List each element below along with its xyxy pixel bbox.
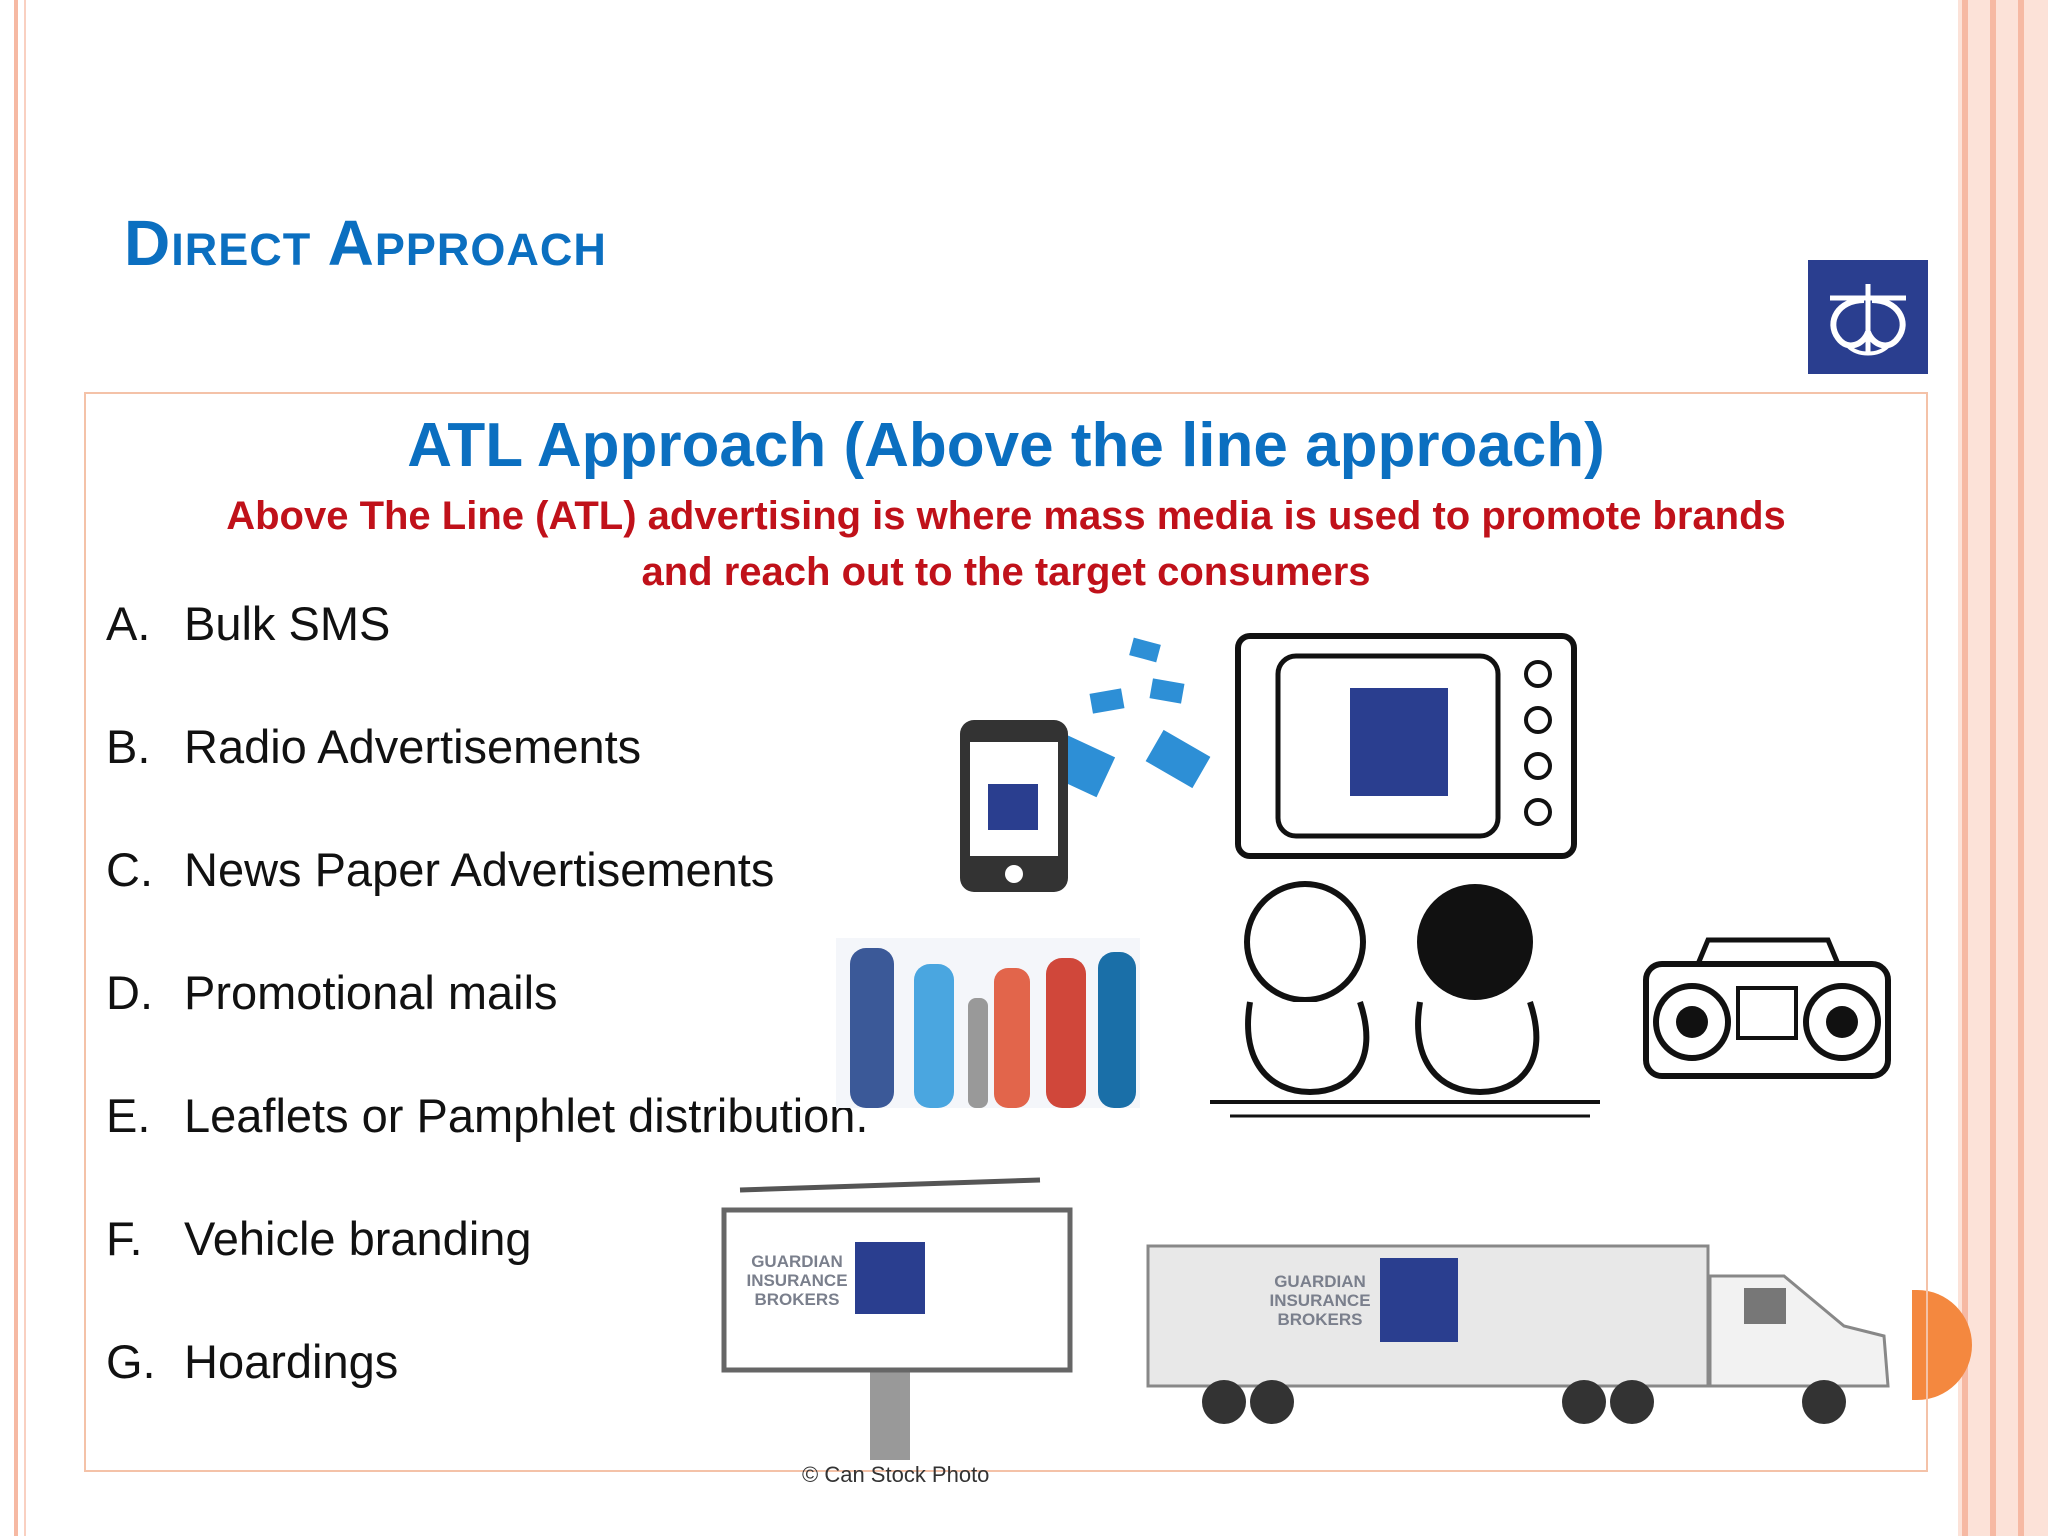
slide-title: Direct Approach (124, 207, 607, 279)
truck-text: GUARDIAN INSURANCE BROKERS (1260, 1272, 1380, 1329)
atl-heading: ATL Approach (Above the line approach) (407, 411, 1605, 480)
atl-description-line1: Above The Line (ATL) advertising is wher… (226, 494, 1786, 538)
frame-left-line (14, 0, 18, 1536)
children-illustration (1210, 881, 1600, 1118)
list-item: C. News Paper Advertisements (106, 842, 868, 965)
list-letter: D. (106, 966, 153, 1019)
content-box (84, 392, 1928, 1472)
list-item: F. Vehicle branding (106, 1211, 868, 1334)
truck-line2: INSURANCE (1269, 1291, 1371, 1310)
frame-right-line (2018, 0, 2024, 1536)
list-item: D. Promotional mails (106, 965, 868, 1088)
billboard-text: GUARDIAN INSURANCE BROKERS (732, 1252, 862, 1309)
billboard-line3: BROKERS (754, 1290, 840, 1309)
frame-left-line-inner (24, 0, 26, 1536)
list-text: Bulk SMS (184, 597, 391, 650)
list-letter: B. (106, 720, 151, 773)
list-item: G. Hoardings (106, 1334, 868, 1457)
atl-media-list: A. Bulk SMS B. Radio Advertisements C. News… (106, 596, 868, 1457)
list-letter: E. (106, 1089, 151, 1142)
frame-right-band (1958, 0, 2048, 1536)
atl-description-line2: and reach out to the target consumers (641, 550, 1371, 594)
list-item: B. Radio Advertisements (106, 719, 868, 842)
tv-icon (1235, 633, 1577, 859)
list-item: A. Bulk SMS (106, 596, 868, 719)
list-letter: C. (106, 843, 153, 896)
list-letter: F. (106, 1212, 143, 1265)
atl-description: Above The Line (ATL) advertising is wher… (104, 488, 1908, 600)
list-text: Vehicle branding (184, 1212, 532, 1265)
list-text: News Paper Advertisements (184, 843, 775, 896)
social-media-image (836, 938, 1140, 1108)
billboard-line2: INSURANCE (746, 1271, 848, 1290)
stock-photo-credit: © Can Stock Photo (802, 1462, 990, 1487)
truck-icon (1146, 1244, 1890, 1424)
list-text: Leaflets or Pamphlet distribution. (184, 1089, 869, 1142)
frame-right-line (1962, 0, 1968, 1536)
list-letter: G. (106, 1335, 156, 1388)
boombox-icon (1643, 937, 1891, 1079)
company-logo (1808, 260, 1928, 374)
list-text: Promotional mails (184, 966, 558, 1019)
list-letter: A. (106, 597, 151, 650)
list-item: E. Leaflets or Pamphlet distribution. (106, 1088, 868, 1211)
billboard-icon (721, 1177, 1073, 1460)
frame-right-line (1990, 0, 1996, 1536)
truck-line3: BROKERS (1277, 1310, 1363, 1329)
truck-line1: GUARDIAN (1274, 1272, 1366, 1291)
billboard-line1: GUARDIAN (751, 1252, 843, 1271)
list-text: Radio Advertisements (184, 720, 642, 773)
list-text: Hoardings (184, 1335, 399, 1388)
smartphone-icon (960, 720, 1068, 892)
